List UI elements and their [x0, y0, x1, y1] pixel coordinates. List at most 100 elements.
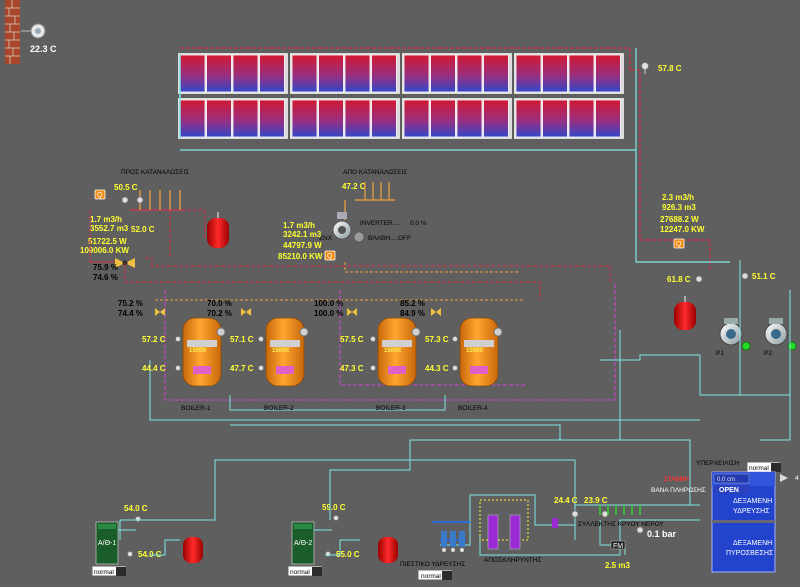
boiler-name: BOILER-1: [181, 405, 211, 412]
heat-pump-supply-temp: 54.0 C: [124, 504, 148, 513]
heat-pump-status-knob: [116, 567, 126, 576]
solar-panel: [232, 99, 259, 138]
solar-panel: [179, 54, 206, 93]
temp-sensor-icon: [121, 196, 144, 204]
boiler-valve-icon: [241, 308, 246, 316]
consumers-out-return-temp: 52.0 C: [131, 225, 155, 234]
svg-text:Q: Q: [676, 241, 682, 248]
solar-piping: [180, 47, 730, 270]
boiler-sensor-icon: [216, 327, 226, 337]
water-meter-volume: 2.5 m3: [605, 561, 630, 570]
boiler-valve-a: 70.0 %: [207, 299, 232, 308]
inverter-label: INVERTER....: [360, 220, 400, 227]
pressure-gauge-icon: [636, 526, 644, 534]
solar-panel: [403, 99, 430, 138]
solar-panel: [344, 99, 371, 138]
heat-pump-status-text: normal: [94, 569, 114, 576]
boiler-temp-bottom: 44.4 C: [142, 364, 166, 373]
boiler-valve-icon: [160, 308, 165, 316]
boiler-valve-icon: [352, 308, 357, 316]
fill-valve-label: ΒΑΝΑ ΠΛΗΡΩΣΗΣ: [651, 487, 706, 494]
boiler-sensor-icon: [493, 327, 503, 337]
solar-panel: [483, 54, 509, 93]
svg-text:Q: Q: [327, 253, 333, 260]
solar-panel: [206, 54, 232, 93]
brick-wall-icon: [5, 0, 20, 64]
tank-overflow-status-badge[interactable]: normal: [746, 461, 781, 473]
boiler-capacity: 1500lt: [384, 348, 401, 354]
boiler-temp-top: 57.3 C: [425, 335, 449, 344]
temp-sensor-icon: [258, 336, 264, 342]
consumers-in-power: 44797.9 W: [283, 241, 322, 250]
water-supply-status-text: normal: [421, 573, 441, 580]
consumers-out-volume: 3552.7 m3: [90, 224, 129, 233]
heat-pump-status-badge[interactable]: normal: [287, 565, 323, 577]
boiler-valve-a: 85.2 %: [400, 299, 425, 308]
consumers-out-energy: 109006.0 KW: [80, 246, 129, 255]
heat-pump-supply-temp: 59.0 C: [322, 503, 346, 512]
tank-level-label: ΣΤΑΘΜΗ: [664, 477, 689, 483]
heat-pump-grille: [98, 524, 116, 529]
tank-side-label: 4: [795, 475, 799, 482]
heat-pump-status-badge[interactable]: normal: [91, 565, 127, 577]
solar-panel: [542, 99, 568, 138]
temp-sensor-icon: [333, 515, 339, 521]
inverter-value: 0.0 %: [410, 220, 427, 227]
boiler-valve-b: 70.2 %: [207, 309, 232, 318]
solar-panel: [259, 54, 285, 93]
boiler-tank: [377, 317, 417, 387]
fault-value: OFF: [398, 235, 411, 242]
temp-sensor-icon: [175, 365, 181, 371]
boiler-valve-a: 100.0 %: [314, 299, 343, 308]
solar-panel: [430, 99, 456, 138]
heat-pump-name: Α/Θ-2: [294, 540, 312, 547]
cold-water-temp-b: 23.9 C: [584, 496, 608, 505]
boiler-coil: [187, 340, 217, 347]
solar-panel: [371, 54, 397, 93]
heat-pump-return-temp: 54.0 C: [138, 550, 162, 559]
outdoor-temperature: 22.3 C: [30, 44, 57, 54]
solar-panel: [179, 99, 206, 138]
boiler-heater: [276, 366, 294, 374]
solar-panel: [456, 99, 483, 138]
fire-tank-label-1: ΔΕΞΑΜΕΝΗ: [733, 540, 772, 547]
consumers-in-flow: 1.7 m3/h: [283, 221, 315, 230]
flow-meter-icon: Q: [324, 250, 336, 261]
pressure-booster-icon: [441, 531, 465, 552]
cold-water-collector-icon: [599, 505, 641, 515]
solar-panel: [595, 99, 621, 138]
boiler-tank: [182, 317, 222, 387]
boiler-valve-icon: [155, 308, 160, 316]
pressure-booster-label: ΠΙΕΣΤΙΚΟ ΥΔΡΕΥΣΗΣ: [400, 561, 465, 568]
temp-sensor-icon: [571, 510, 579, 518]
tank-inlet-arrow-icon: [780, 474, 788, 482]
solar-loop-power: 27688.2 W: [660, 215, 699, 224]
consumers-in-temp: 47.2 C: [342, 182, 366, 191]
solar-panel: [456, 54, 483, 93]
water-supply-status-badge[interactable]: normal: [417, 569, 453, 581]
boiler-capacity: 1500lt: [466, 348, 483, 354]
solar-panel: [259, 99, 285, 138]
solar-temp-sensor-icon: [641, 62, 649, 74]
boiler-sensor-icon: [411, 327, 421, 337]
temp-sensor-icon: [601, 510, 609, 518]
boiler-name: BOILER-4: [458, 405, 488, 412]
water-tank-label-2: ΥΔΡΕΥΣΗΣ: [733, 508, 770, 515]
solar-panel: [595, 54, 621, 93]
solar-panel: [515, 99, 542, 138]
fill-valve-state-badge[interactable]: OPEN: [714, 485, 750, 494]
tank-level-readout: 0.0 cm: [713, 473, 750, 484]
boiler-valve-icon: [347, 308, 352, 316]
circulation-pump-icon: [332, 212, 352, 240]
boiler-temp-bottom: 47.7 C: [230, 364, 254, 373]
pump-label-snx: ΣNX: [319, 235, 333, 242]
solar-loop-flow: 2.3 m3/h: [662, 193, 694, 202]
boiler-capacity: 1500lt: [189, 348, 206, 354]
consumers-out-flow: 1.7 m3/h: [90, 215, 122, 224]
boiler-coil: [464, 340, 494, 347]
temp-sensor-icon: [135, 516, 141, 522]
temp-sensor-icon: [258, 365, 264, 371]
